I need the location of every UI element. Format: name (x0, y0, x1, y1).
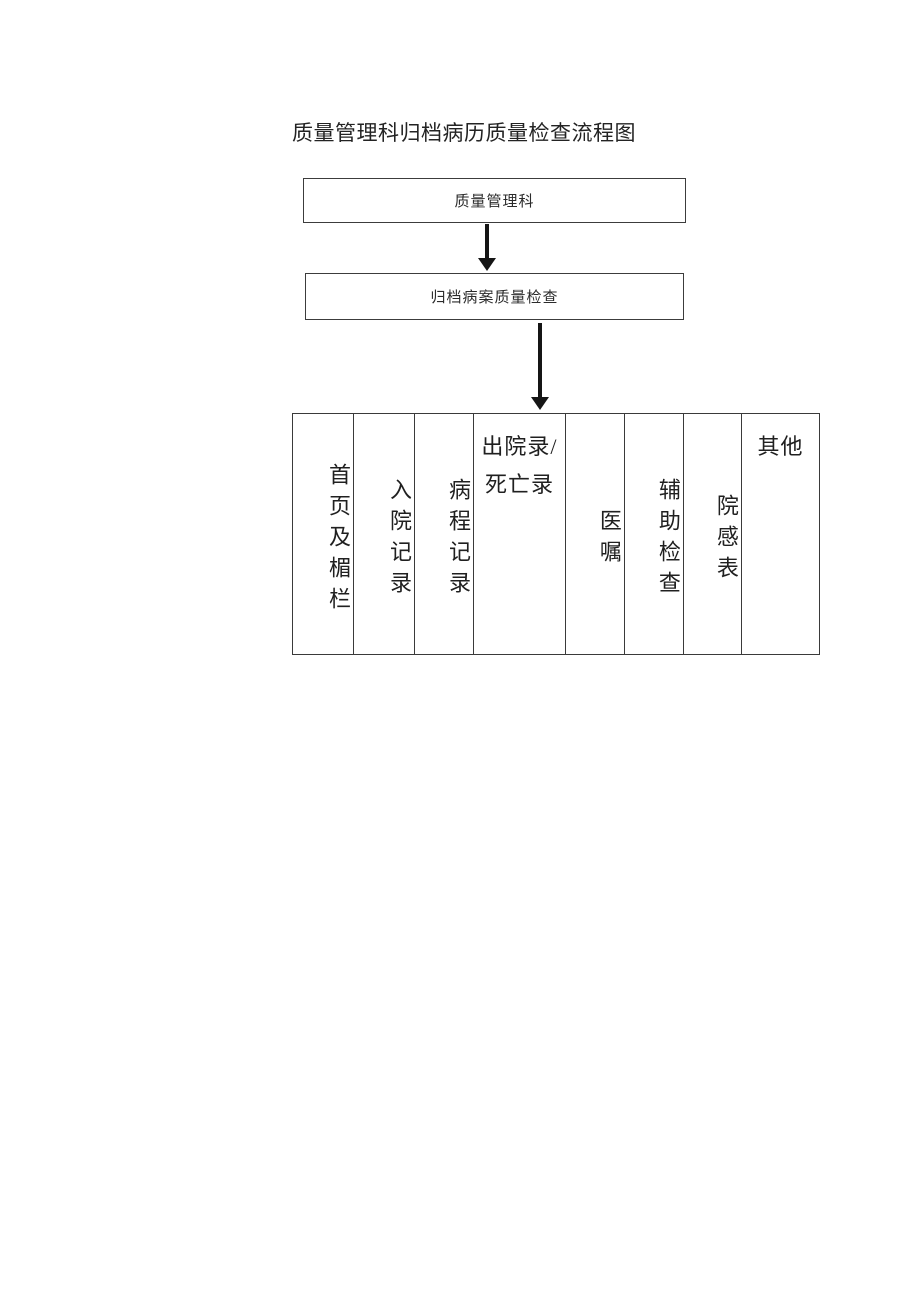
table-column-admission: 入院记录 (354, 414, 415, 654)
arrow-shaft (485, 224, 489, 260)
column-label: 出院录/死亡录 (481, 434, 558, 497)
column-label: 入院记录 (387, 478, 412, 602)
column-label: 辅助检查 (655, 478, 681, 602)
table-column-other: 其他 (742, 414, 819, 654)
arrow-head (478, 258, 496, 271)
arrow-head (531, 397, 549, 410)
column-label: 医嘱 (596, 509, 622, 571)
flow-box-quality-dept: 质量管理科 (303, 178, 686, 223)
table-column-auxiliary-exam: 辅助检查 (625, 414, 684, 654)
flow-box-archive-check: 归档病案质量检查 (305, 273, 684, 320)
table-column-course-record: 病程记录 (415, 414, 474, 654)
table-column-orders: 医嘱 (566, 414, 625, 654)
arrow-down-icon (478, 224, 496, 272)
page-title: 质量管理科归档病历质量检查流程图 (292, 121, 636, 145)
flow-box-label: 质量管理科 (454, 194, 535, 210)
table-column-infection-form: 院感表 (684, 414, 742, 654)
arrow-down-icon (531, 323, 549, 412)
arrow-shaft (538, 323, 542, 399)
table-column-discharge-death: 出院录/死亡录 (474, 414, 566, 654)
column-label: 病程记录 (446, 478, 471, 602)
category-table: 首页及楣栏 入院记录 病程记录 出院录/死亡录 医嘱 辅助检查 院感表 其他 (292, 413, 820, 655)
column-label: 首页及楣栏 (326, 462, 351, 618)
flow-box-label: 归档病案质量检查 (430, 290, 559, 306)
table-column-cover-header: 首页及楣栏 (293, 414, 354, 654)
column-label: 院感表 (713, 493, 739, 587)
column-label: 其他 (757, 434, 804, 459)
